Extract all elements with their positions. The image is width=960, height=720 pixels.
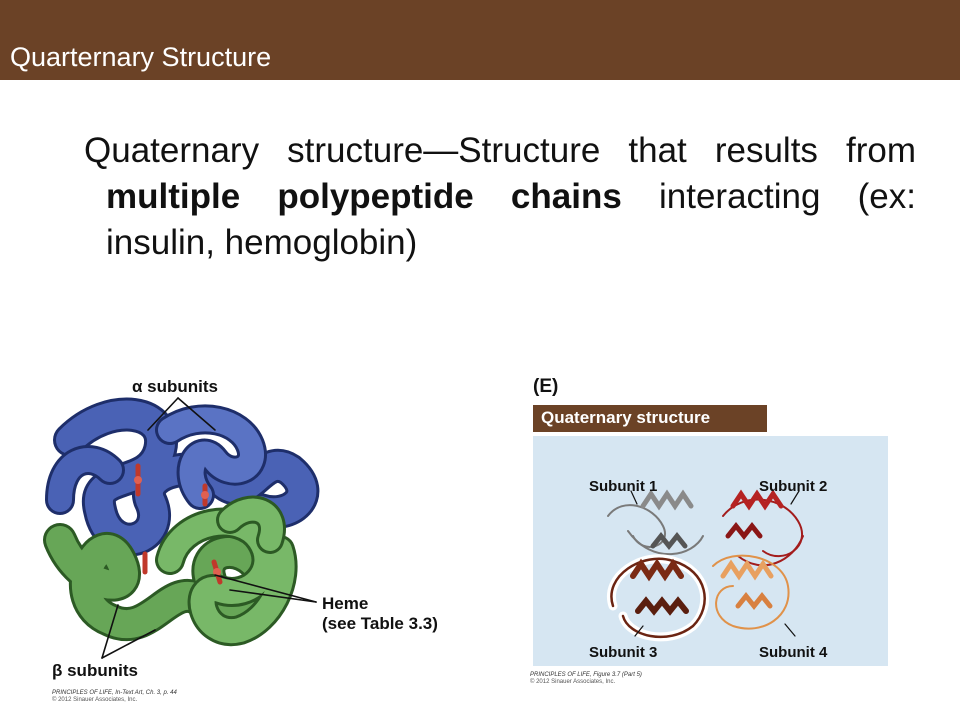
subunit-3-ribbon	[606, 554, 710, 642]
heme-groups	[134, 463, 223, 585]
right-credit-line-2: © 2012 Sinauer Associates, Inc.	[530, 679, 616, 685]
right-credit-line-1: PRINCIPLES OF LIFE, Figure 3.7 (Part 5)	[530, 672, 642, 678]
label-subunit-1: Subunit 1	[589, 478, 658, 495]
subunit-4-ribbon	[712, 554, 790, 630]
quaternary-header-text: Quaternary structure	[541, 408, 711, 427]
body-text-pre: Quaternary structure—Structure that resu…	[84, 131, 916, 170]
label-subunit-3: Subunit 3	[589, 644, 658, 661]
subunit-leader-lines	[630, 490, 800, 637]
title-bar: Quarternary Structure	[0, 0, 960, 80]
panel-label-e: (E)	[533, 376, 559, 397]
alpha-subunit-chains	[45, 397, 320, 557]
leader-lines	[101, 397, 317, 659]
slide-title: Quarternary Structure	[10, 42, 272, 72]
label-beta-subunits: β subunits	[52, 661, 138, 680]
label-alpha-subunits: α subunits	[132, 377, 219, 396]
ribbon-structure	[606, 489, 804, 642]
right-figure-credit: PRINCIPLES OF LIFE, Figure 3.7 (Part 5) …	[530, 672, 642, 686]
left-figure-credit: PRINCIPLES OF LIFE, In-Text Art, Ch. 3, …	[52, 690, 177, 704]
label-heme: Heme	[322, 594, 369, 613]
beta-subunit-chains	[43, 495, 298, 647]
left-credit-line-1: PRINCIPLES OF LIFE, In-Text Art, Ch. 3, …	[52, 690, 177, 696]
hemoglobin-figure	[43, 397, 320, 659]
subunit-1-ribbon	[607, 489, 704, 556]
body-text-bold: multiple polypeptide chains	[106, 177, 622, 216]
subunit-2-ribbon	[722, 489, 804, 567]
quaternary-panel: Subunit 1 Subunit 2 Subunit 3 Subunit 4	[533, 436, 888, 666]
left-credit-line-2: © 2012 Sinauer Associates, Inc.	[52, 697, 138, 703]
label-heme-table: (see Table 3.3)	[322, 614, 438, 633]
body-paragraph: Quaternary structure—Structure that resu…	[84, 128, 916, 266]
label-subunit-4: Subunit 4	[759, 644, 828, 661]
label-subunit-2: Subunit 2	[759, 478, 828, 495]
body-text-post: interacting (ex: insulin, hemoglobin)	[106, 177, 916, 262]
quaternary-header: Quaternary structure	[533, 405, 767, 432]
